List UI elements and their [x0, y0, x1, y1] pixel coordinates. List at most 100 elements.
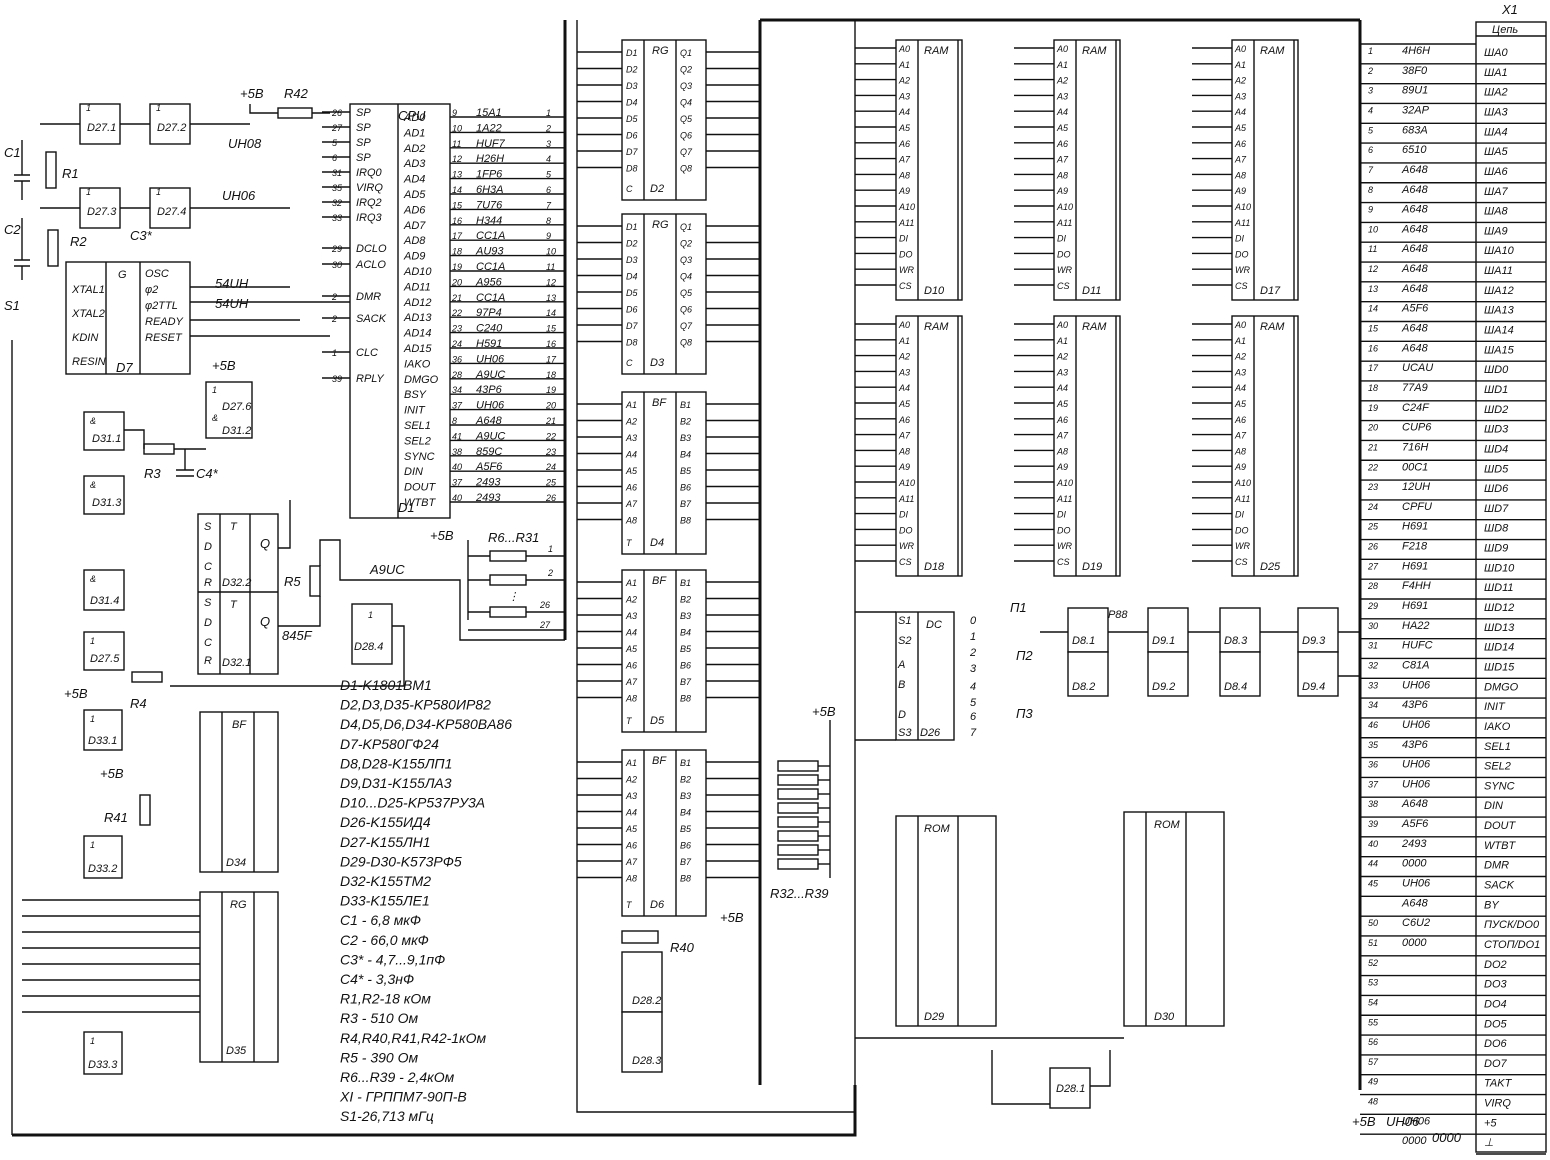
col2-in-pin: A5: [625, 824, 638, 834]
connector-net: H691: [1402, 600, 1428, 612]
ram-pin: A8: [1234, 170, 1246, 180]
connector-pin-num: 5: [1368, 125, 1374, 135]
connector-pin-num: 45: [1368, 879, 1379, 889]
cpu-right-pin: AD6: [403, 204, 426, 216]
cpu-right-num: 38: [452, 447, 462, 457]
d27-5-gate: [83, 631, 125, 671]
ram-pin: A6: [898, 139, 910, 149]
cpu-right-num: 15: [452, 200, 463, 210]
cpu-right-num: 9: [452, 108, 457, 118]
connector-net: 683A: [1402, 124, 1428, 136]
legend-line: R4,R40,R41,R42-1кОм: [340, 1030, 487, 1046]
col2-out-pin: B8: [680, 874, 691, 884]
svg-text:D8.2: D8.2: [1072, 681, 1095, 693]
connector-signal: DO2: [1484, 959, 1507, 971]
svg-text:ROM: ROM: [1154, 819, 1181, 831]
connector-pin-num: 12: [1368, 264, 1378, 274]
connector-signal: ШD8: [1484, 523, 1509, 535]
cpu-net-label: 97P4: [476, 307, 502, 319]
svg-text:D32.1: D32.1: [222, 657, 251, 669]
cpu-right-num: 28: [451, 370, 462, 380]
col2-in-pin: D1: [626, 222, 638, 232]
d33-1-gate: [83, 709, 123, 751]
d8-4-gate: [1219, 651, 1261, 697]
cpu-bus-num: 2: [545, 123, 551, 133]
svg-text:R40: R40: [670, 940, 695, 955]
col2-chip-type: RG: [652, 45, 669, 57]
d31-1-gate: [83, 411, 125, 451]
ram-chip-name: D19: [1082, 561, 1102, 573]
svg-text:1: 1: [156, 103, 161, 113]
d8-2-gate: [1067, 651, 1109, 697]
pullup-resistor: [777, 760, 819, 772]
legend-line: D4,D5,D6,D34-KP580BA86: [340, 716, 512, 732]
cpu-net-label: HUF7: [476, 138, 506, 150]
svg-text:C: C: [204, 637, 212, 649]
cpu-left-num: 6: [332, 153, 337, 163]
cpu-bus-num: 25: [545, 478, 557, 488]
cpu-bus-num: 17: [546, 354, 557, 364]
svg-text:RESIN: RESIN: [72, 356, 106, 368]
ram-pin: DO: [1057, 525, 1071, 535]
legend-line: D2,D3,D35-KP580ИP82: [340, 697, 491, 713]
svg-text:D9.4: D9.4: [1302, 681, 1325, 693]
connector-pin-num: 8: [1368, 185, 1373, 195]
col2-chip-type: BF: [652, 575, 667, 587]
col2-in-pin: A5: [625, 644, 638, 654]
cpu-bus-num: 23: [545, 447, 556, 457]
connector-bottom-left: +5B: [1352, 1114, 1376, 1129]
ram-pin: DI: [1235, 234, 1244, 244]
ram-chip: [895, 315, 963, 577]
ram-pin: A4: [1056, 383, 1068, 393]
d27-3-gate: [79, 187, 121, 229]
connector-signal: ШD11: [1484, 582, 1514, 594]
svg-text:+5B: +5B: [812, 704, 836, 719]
cpu-right-num: 37: [452, 478, 463, 488]
connector-net: A648: [1401, 164, 1429, 176]
cpu-bus-num: 10: [546, 247, 556, 257]
ram-pin: A4: [1056, 107, 1068, 117]
connector-signal: ШD14: [1484, 642, 1514, 654]
cpu-net-label: 1A22: [476, 122, 502, 134]
ram-pin: WR: [899, 265, 914, 275]
pullup-resistor: [777, 858, 819, 870]
svg-text:T: T: [230, 599, 238, 611]
connector-signal: ШA15: [1484, 344, 1515, 356]
connector-pin-num: 40: [1368, 839, 1378, 849]
cpu-net-label: A9UC: [475, 369, 505, 381]
col2-in-pin: A7: [625, 499, 638, 509]
svg-text:0: 0: [970, 615, 977, 627]
col2-in-pin: A5: [625, 466, 638, 476]
svg-text:+5B: +5B: [240, 86, 264, 101]
cpu-left-num: 33: [332, 213, 342, 223]
cpu-left-pin: VIRQ: [356, 182, 383, 194]
svg-text:S: S: [204, 597, 212, 609]
cpu-bus-num: 18: [546, 370, 556, 380]
component-legend: D1-K1801BM1D2,D3,D35-KP580ИP82D4,D5,D6,D…: [339, 677, 512, 1124]
svg-text:S1: S1: [4, 298, 20, 313]
svg-text:54UH: 54UH: [215, 296, 249, 311]
svg-text:2: 2: [969, 647, 976, 659]
connector-signal: SEL1: [1484, 741, 1511, 753]
ram-pin: A2: [898, 76, 910, 86]
cpu-right-pin: SYNC: [404, 451, 435, 463]
cpu-right-num: 40: [452, 462, 462, 472]
connector-net: F4HH: [1402, 580, 1431, 592]
ram-pin: A0: [898, 44, 910, 54]
d34-buffer: [199, 711, 279, 873]
connector-pin-num: 19: [1368, 403, 1378, 413]
connector-signal: ШD10: [1484, 562, 1515, 574]
connector-net: A648: [1401, 263, 1429, 275]
ram-pin: A8: [1056, 446, 1068, 456]
cpu-left-pin: ACLO: [355, 259, 386, 271]
ram-chip: [1053, 39, 1121, 301]
connector-signal: DMR: [1484, 860, 1509, 872]
col2-out-pin: Q6: [680, 305, 692, 315]
connector-pin-num: 32: [1368, 660, 1378, 670]
ram-chip: [895, 39, 963, 301]
d27-6-gate: [205, 381, 253, 439]
cpu-net-label: CC1A: [476, 230, 505, 242]
ram-pin: A4: [898, 383, 910, 393]
connector-net: UH06: [1402, 1115, 1431, 1127]
col2-out-pin: B3: [680, 611, 691, 621]
